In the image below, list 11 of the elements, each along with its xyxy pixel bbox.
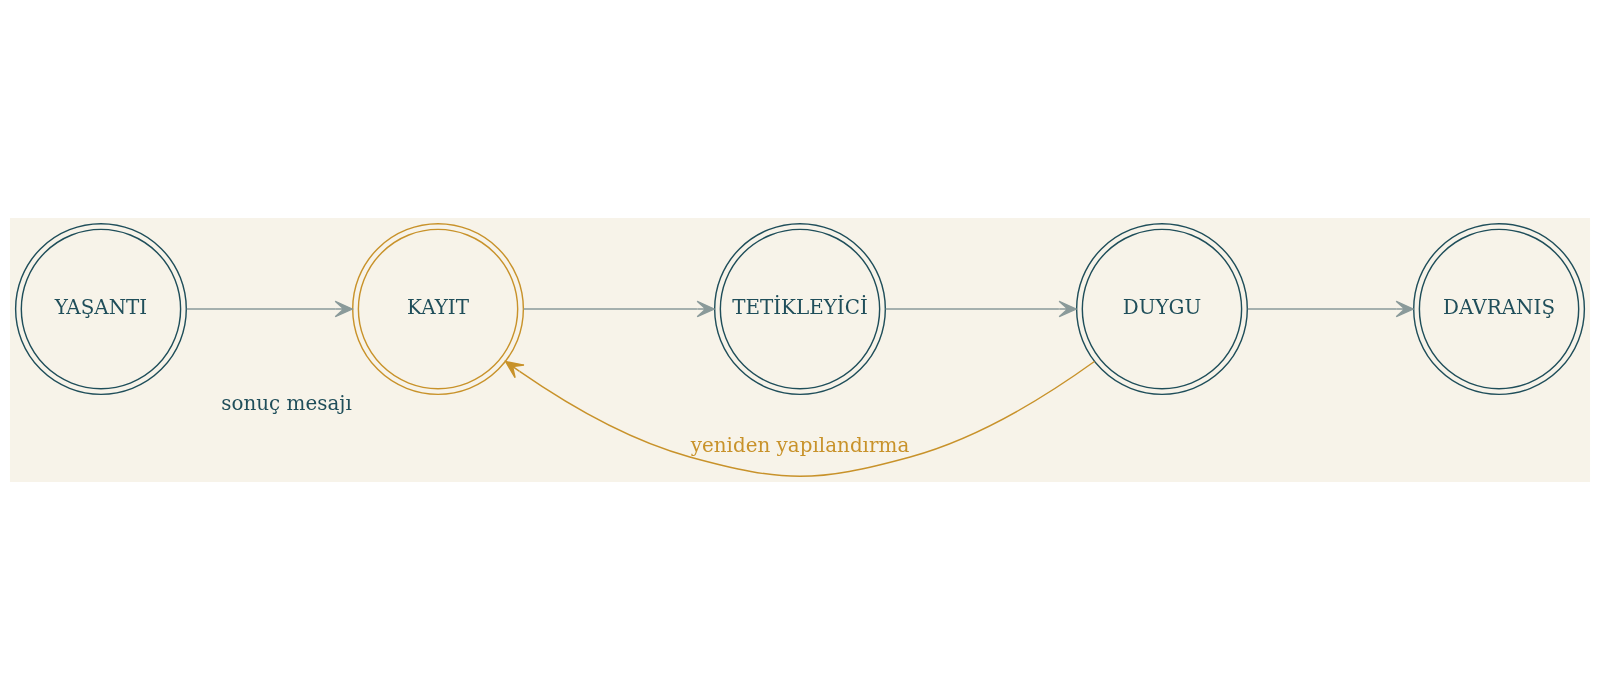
node-label: sonuç mesajı — [221, 392, 352, 416]
arrow — [1247, 300, 1414, 318]
edge-label: yeniden yapılandırma — [690, 433, 910, 457]
arrow — [504, 360, 1096, 477]
arrow — [186, 300, 353, 318]
node-circle: DAVRANIŞ — [1413, 223, 1586, 396]
arrow — [884, 300, 1077, 318]
node-circle: YAŞANTI — [14, 223, 187, 396]
arrow — [522, 300, 715, 318]
node-circle: TETİKLEYİCİ — [713, 223, 887, 396]
node-circle: DUYGU — [1075, 223, 1248, 396]
